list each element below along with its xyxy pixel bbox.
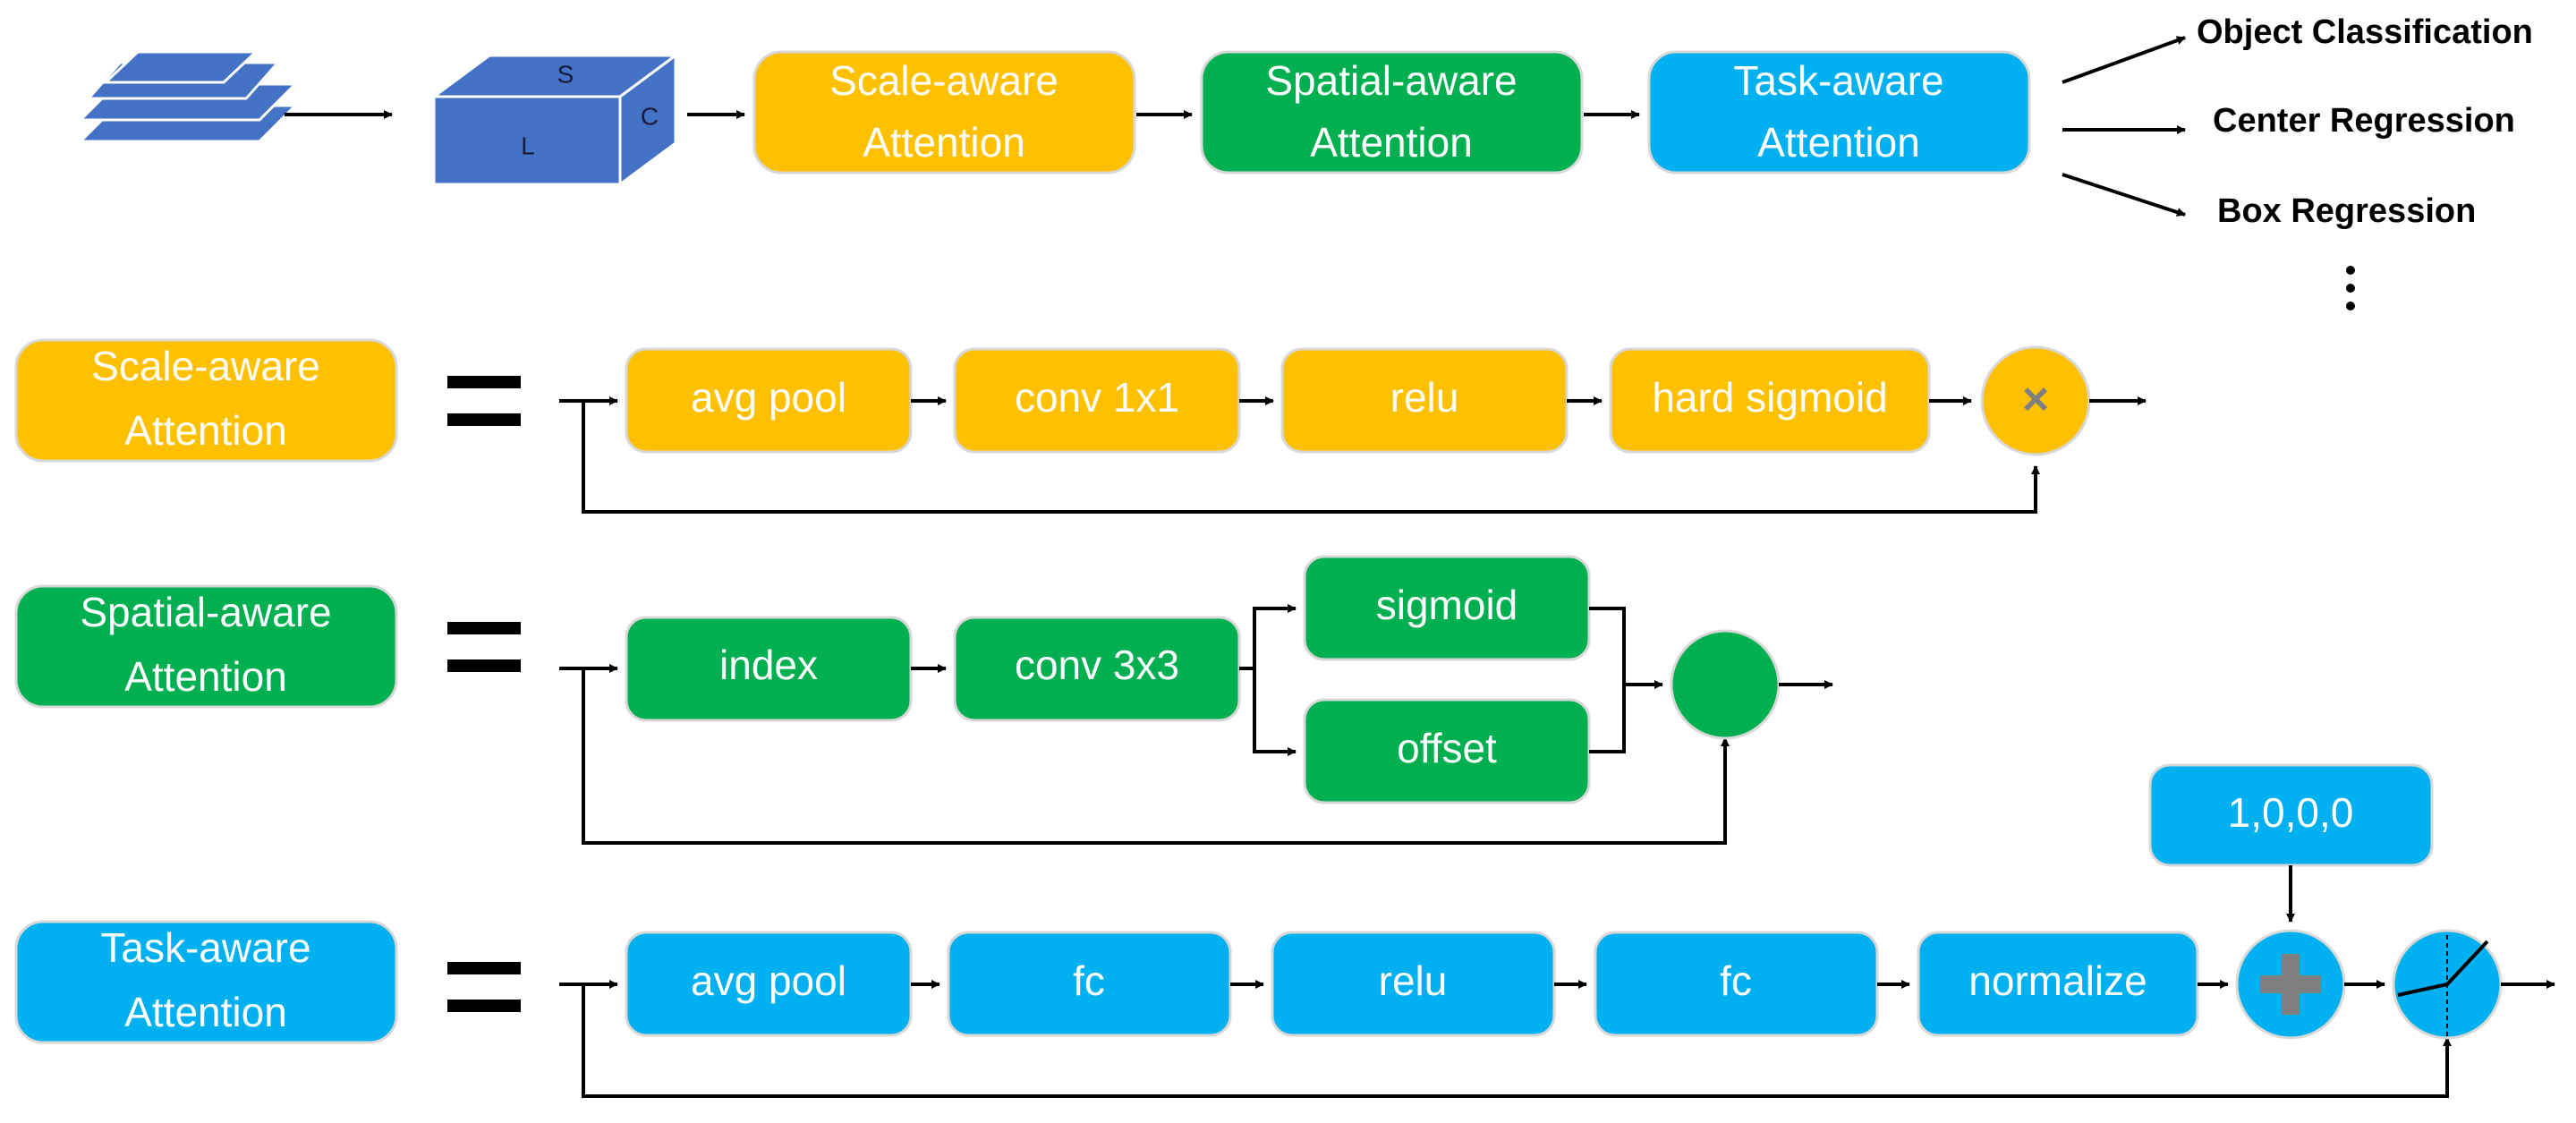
arrow (2062, 36, 2186, 84)
arrow-to-offset (1253, 668, 1297, 756)
spatial-step-conv-3x3: conv 3x3 (953, 616, 1241, 722)
svg-text:avg pool: avg pool (691, 374, 846, 421)
scale-skip-arrow (559, 399, 2040, 514)
spatial-branch-offset: offset (1303, 698, 1591, 804)
svg-text:relu: relu (1390, 374, 1459, 421)
spatial-aware-title-block: Spatial-aware Attention (14, 584, 398, 709)
svg-text:Attention: Attention (863, 119, 1025, 166)
svg-text:hard sigmoid: hard sigmoid (1652, 374, 1887, 421)
svg-text:Spatial-aware: Spatial-aware (1265, 57, 1517, 104)
svg-text:index: index (719, 642, 818, 688)
svg-text:Attention: Attention (1310, 119, 1473, 166)
svg-text:avg pool: avg pool (691, 957, 846, 1004)
output-object-classification: Object Classification (2197, 13, 2533, 51)
svg-text:relu: relu (1379, 957, 1448, 1004)
svg-text:Attention: Attention (124, 989, 287, 1035)
scale-step-avg-pool: avg pool (625, 347, 913, 454)
plus-icon (2235, 929, 2346, 1040)
init-value-block: 1,0,0,0 (2148, 763, 2434, 867)
task-aware-title-block: Task-aware Attention (14, 920, 398, 1044)
top-spatial-aware-block: Spatial-aware Attention (1200, 50, 1584, 174)
cube-label-l: L (521, 132, 535, 159)
output-center-regression: Center Regression (2213, 102, 2515, 140)
svg-text:Task-aware: Task-aware (100, 924, 310, 971)
scale-aware-title-block: Scale-aware Attention (14, 338, 398, 463)
spatial-step-index: index (625, 616, 913, 722)
top-task-aware-block: Task-aware Attention (1647, 50, 2031, 174)
spatial-branch-sigmoid: sigmoid (1303, 555, 1591, 661)
svg-text:Attention: Attention (1757, 119, 1920, 166)
task-step-relu: relu (1271, 931, 1556, 1037)
multiply-icon: × (1980, 345, 2091, 456)
merge-bracket (1589, 607, 1626, 753)
scale-step-hard-sigmoid: hard sigmoid (1609, 347, 1931, 454)
task-step-fc-2: fc (1594, 931, 1879, 1037)
equals-sign (447, 376, 521, 426)
feature-tensor-cube-icon: S C L (429, 53, 680, 187)
equals-sign (447, 962, 521, 1012)
top-scale-aware-block: Scale-aware Attention (752, 50, 1136, 174)
spatial-skip-arrow (559, 667, 1730, 845)
cube-label-c: C (641, 102, 659, 130)
feature-pyramid-icon (77, 50, 299, 143)
svg-text:conv 3x3: conv 3x3 (1015, 642, 1179, 688)
svg-text:normalize: normalize (1968, 957, 2147, 1004)
scale-step-conv-1x1: conv 1x1 (953, 347, 1241, 454)
svg-text:Spatial-aware: Spatial-aware (80, 589, 331, 635)
task-step-fc-1: fc (947, 931, 1232, 1037)
svg-text:offset: offset (1397, 725, 1497, 771)
equals-sign (447, 622, 521, 672)
output-box-regression: Box Regression (2217, 192, 2476, 230)
svg-text:conv 1x1: conv 1x1 (1015, 374, 1179, 421)
svg-text:×: × (2022, 374, 2049, 426)
arrow (2062, 173, 2186, 217)
activation-curve-icon (2392, 929, 2503, 1040)
arrow-to-sigmoid (1239, 604, 1297, 670)
svg-text:Attention: Attention (124, 653, 287, 700)
deformable-sampling-node (1670, 629, 1781, 740)
svg-text:Task-aware: Task-aware (1733, 57, 1943, 104)
svg-text:fc: fc (1720, 957, 1752, 1004)
cube-label-s: S (557, 60, 574, 88)
svg-text:Scale-aware: Scale-aware (91, 343, 320, 389)
task-step-avg-pool: avg pool (625, 931, 913, 1037)
svg-text:1,0,0,0: 1,0,0,0 (2228, 789, 2354, 836)
svg-text:Scale-aware: Scale-aware (829, 57, 1058, 104)
svg-text:Attention: Attention (124, 407, 287, 454)
svg-text:fc: fc (1073, 957, 1105, 1004)
scale-step-relu: relu (1280, 347, 1569, 454)
task-step-normalize: normalize (1917, 931, 2199, 1037)
task-skip-arrow (559, 983, 2452, 1098)
svg-text:sigmoid: sigmoid (1376, 582, 1518, 628)
ellipsis-dots (2346, 266, 2355, 311)
